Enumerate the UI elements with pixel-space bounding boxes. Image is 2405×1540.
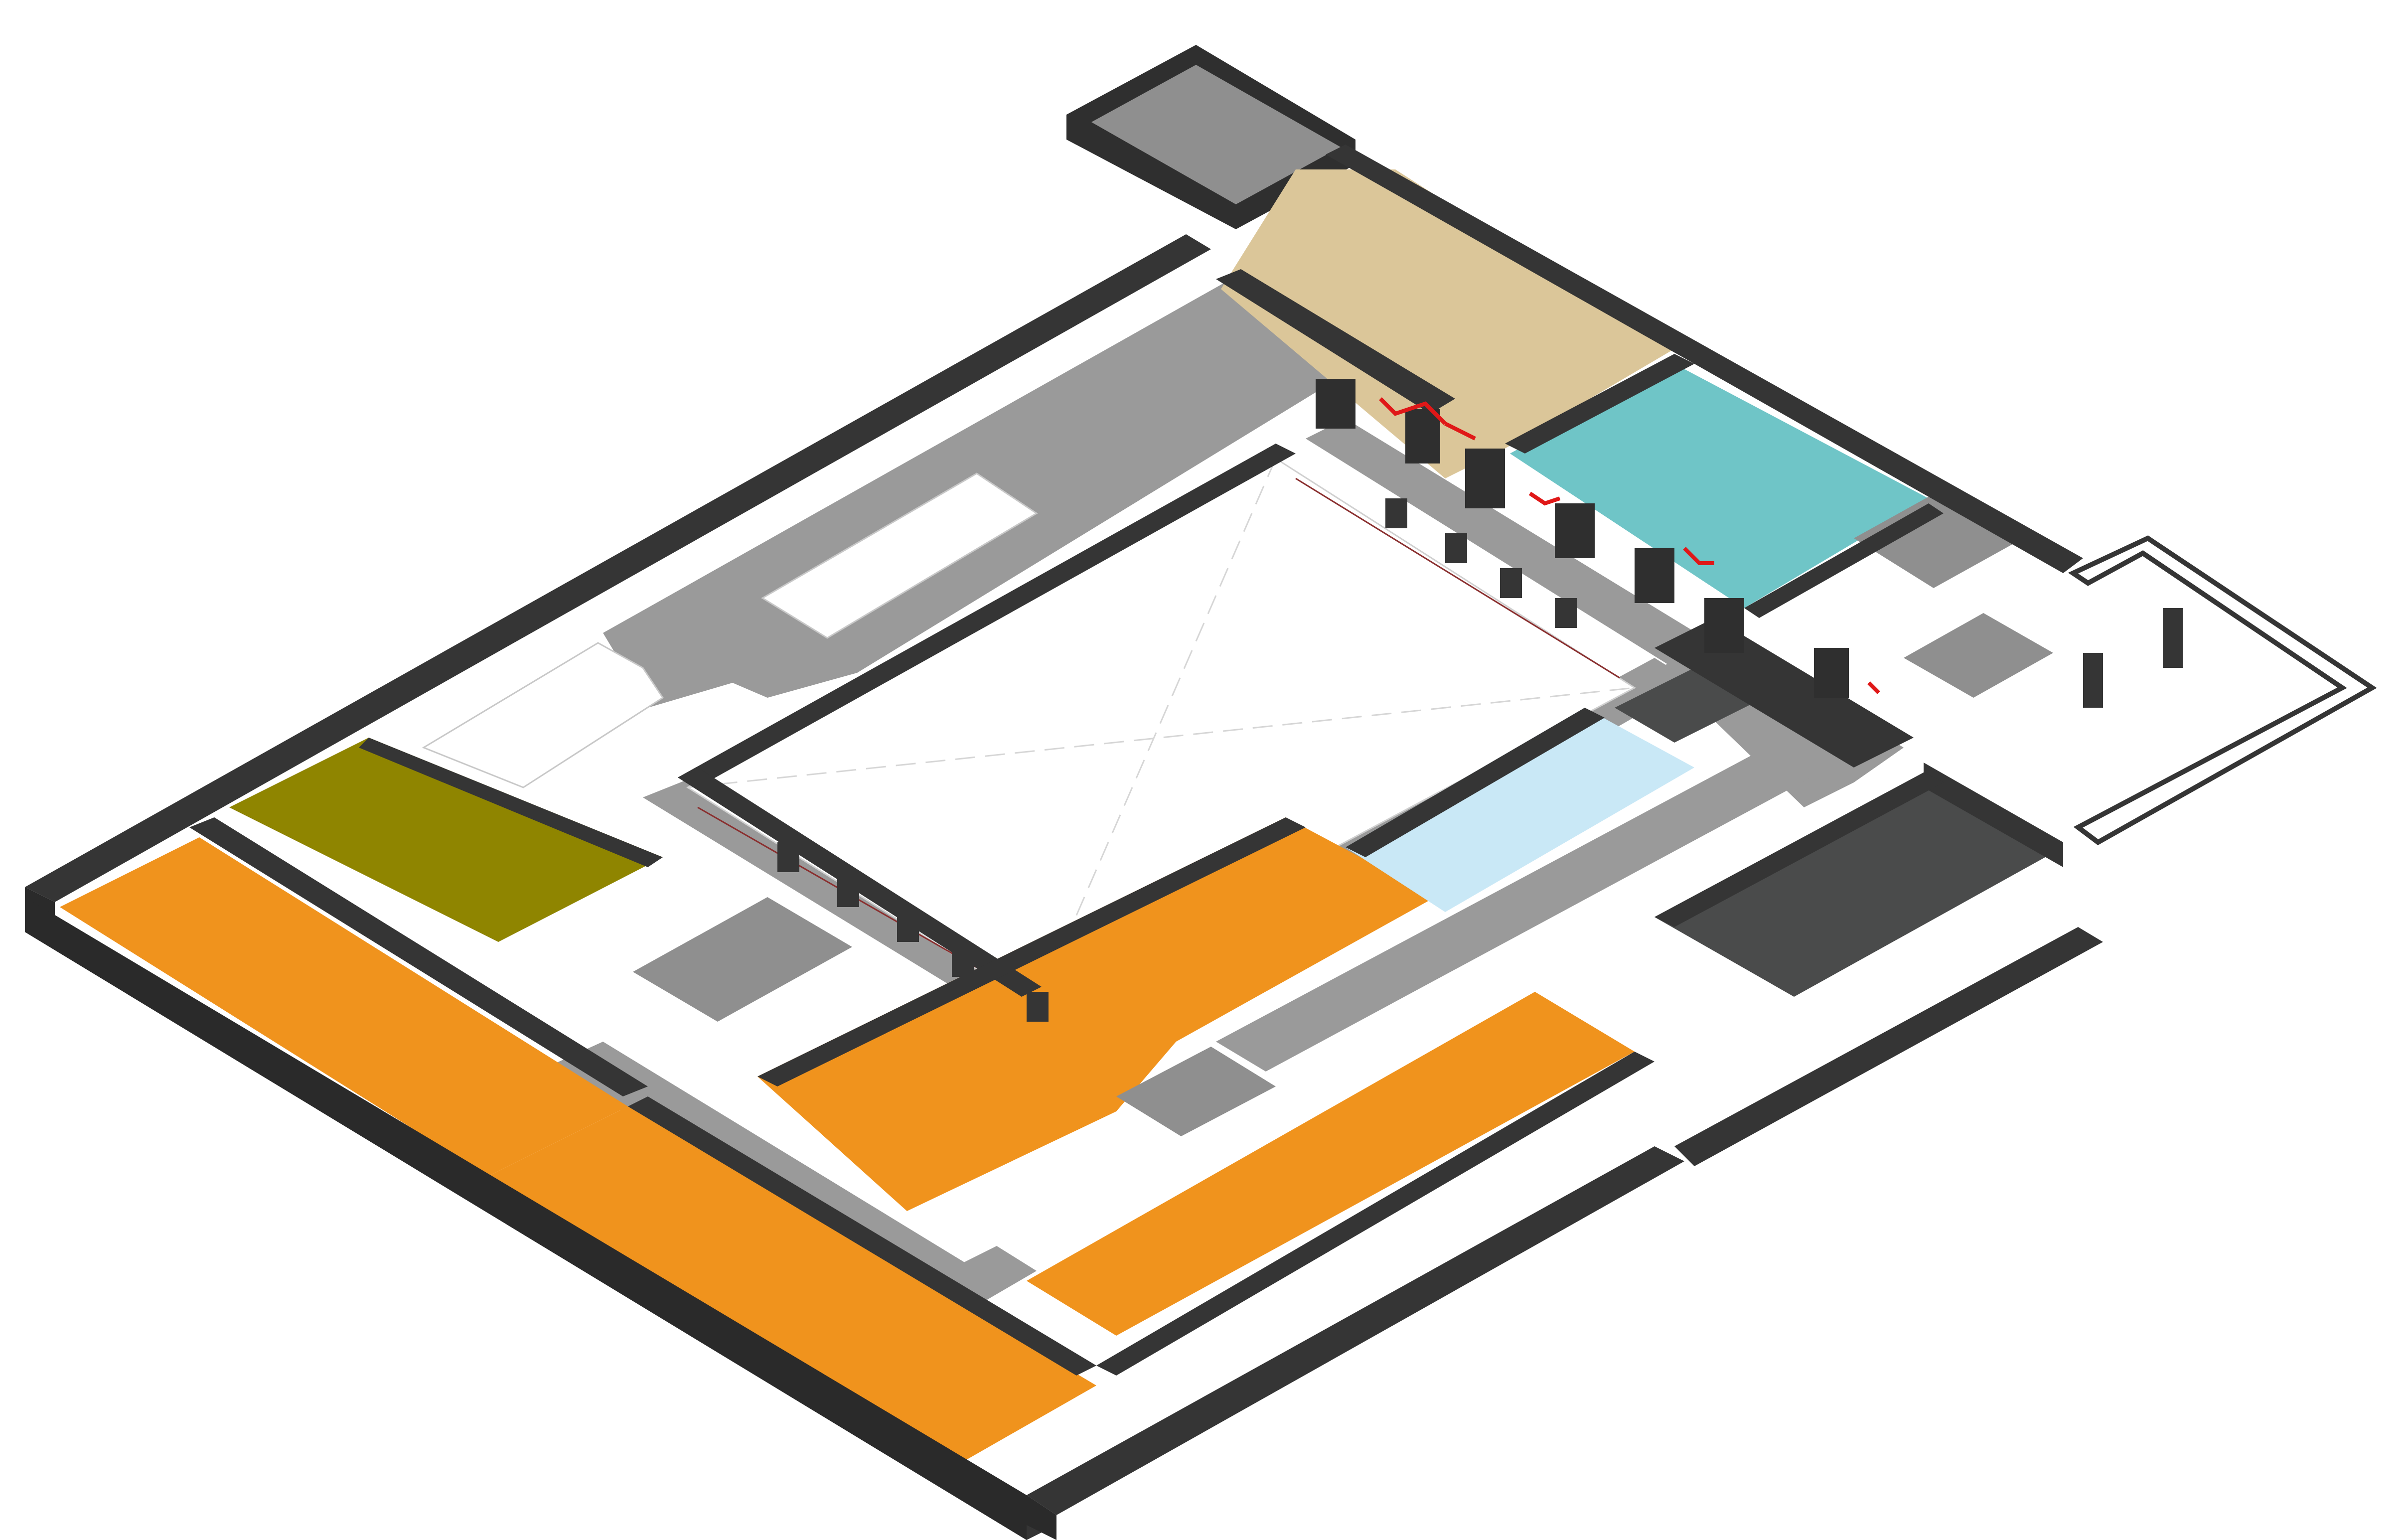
courtyard-edge-line <box>1295 477 1620 679</box>
inner-walls <box>189 269 1944 1376</box>
orange-west-strip <box>60 837 628 1176</box>
wall-block <box>1704 598 1744 653</box>
column <box>952 947 974 977</box>
wall-east-return <box>1674 927 2103 1166</box>
gray-room-southwest <box>633 897 852 1022</box>
wall-orange-south-inner <box>628 1096 1096 1376</box>
wall-courtyard-west <box>678 768 1042 997</box>
route-arrow <box>1683 547 1714 565</box>
wall-block <box>1316 379 1355 429</box>
wall-teal-south <box>1744 503 1944 618</box>
column <box>1445 533 1467 563</box>
southeast-corridor <box>1216 733 1839 1072</box>
column <box>1555 598 1577 628</box>
terrace-outline <box>2068 535 2377 845</box>
wall-beige-divider <box>1216 269 1455 414</box>
terrace-pillar <box>2083 653 2103 708</box>
light-wells <box>422 472 1038 788</box>
light-blue-room-floor <box>1346 708 1694 912</box>
wall-block <box>1465 449 1505 508</box>
wall-northeast <box>1326 145 2083 573</box>
route-arrow <box>1867 681 1880 694</box>
wall-lightblue <box>1346 708 1605 857</box>
wall-block <box>1405 409 1440 463</box>
wall-southwest-face <box>25 897 1027 1540</box>
terrace-pillar <box>2163 608 2183 668</box>
wall-orange-east-inner <box>1096 1052 1654 1376</box>
wall-orange-inner-wing <box>757 817 1306 1086</box>
light-well-west <box>422 642 664 788</box>
courtyard-diagonal <box>1036 458 1277 1007</box>
courtyard-columns <box>777 498 1577 1022</box>
north-wall-blocks <box>1316 379 1849 698</box>
column <box>777 842 799 872</box>
wall-east-corridor <box>1654 618 1914 768</box>
wall-olive-east <box>359 738 663 867</box>
wall-courtyard-north <box>678 444 1296 787</box>
teal-room-floor <box>1510 364 1929 608</box>
east-corridor <box>1306 419 1729 678</box>
light-well-north <box>761 472 1038 639</box>
column <box>1500 568 1522 598</box>
column <box>897 912 919 942</box>
wall-southeast <box>1027 1146 1684 1515</box>
orange-south-strip <box>488 1106 1096 1465</box>
column <box>837 877 859 907</box>
column <box>1027 992 1049 1022</box>
wall-dark-room-inner <box>1654 772 1944 927</box>
route-arrow <box>1379 397 1447 425</box>
orange-wing <box>60 817 1635 1465</box>
wall-block <box>1555 503 1595 558</box>
courtyard-diagonal <box>687 687 1635 788</box>
olive-room-floor <box>229 738 663 942</box>
column <box>1385 498 1407 528</box>
orange-inner-wing <box>757 817 1435 1211</box>
gray-room-south <box>1116 1047 1276 1136</box>
orange-east-strip <box>1027 992 1635 1336</box>
wall-block <box>1635 548 1674 603</box>
route-arrow <box>1528 491 1561 506</box>
wall-orange-inner <box>189 817 648 1096</box>
wall-northwest <box>25 234 1211 902</box>
north-annex <box>1066 45 1355 229</box>
wall-beige-teal <box>1505 354 1694 454</box>
wall-southeast-face <box>1027 1495 1056 1540</box>
east-dark-room-floor <box>1654 772 2063 997</box>
beige-room-floor <box>1221 169 1674 478</box>
east-open-terrace <box>2068 535 2377 845</box>
wall-block <box>1814 648 1849 698</box>
wall-east-dark <box>1924 763 2063 867</box>
outer-walls <box>25 145 2103 1540</box>
gray-room-east-2 <box>1904 613 2053 698</box>
route-markers <box>1379 397 1880 694</box>
route-arrow <box>1444 422 1476 441</box>
